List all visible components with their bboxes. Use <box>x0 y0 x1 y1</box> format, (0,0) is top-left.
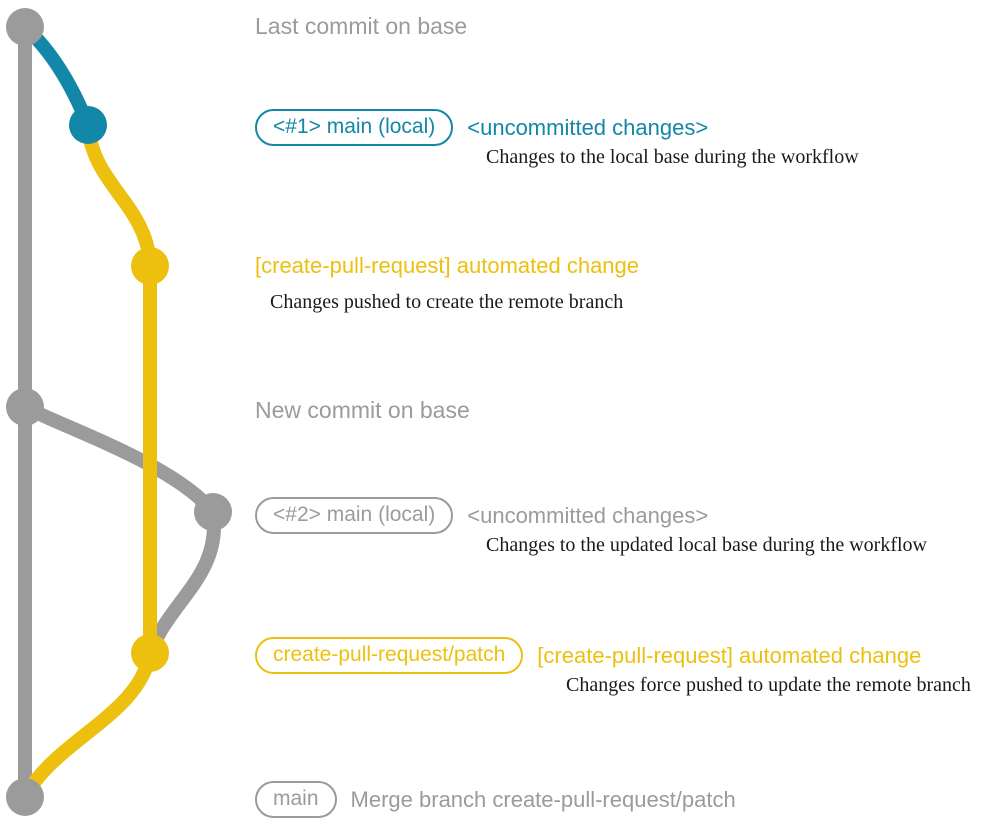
commit-subject-automated-change-2: [create-pull-request] automated change <box>537 642 922 668</box>
commit-subject-new-commit-on-base: New commit on base <box>255 397 470 423</box>
edge-base-to-local2 <box>18 400 220 519</box>
commit-subject-last-commit-on-base: Last commit on base <box>255 13 468 39</box>
commit-row-automated-change-2: create-pull-request/patch [create-pull-r… <box>255 637 921 674</box>
commit-node-patch-1[interactable] <box>131 247 169 285</box>
edge-patch2-to-merge <box>18 646 157 804</box>
commit-subject-local-1: <uncommitted changes> <box>467 114 709 140</box>
ref-pill-main-local-2[interactable]: <#2> main (local) <box>255 497 454 534</box>
commit-row-merge: main Merge branch create-pull-request/pa… <box>255 781 736 818</box>
commit-note-local-1: Changes to the local base during the wor… <box>486 146 859 168</box>
ref-pill-main-local-1[interactable]: <#1> main (local) <box>255 109 454 146</box>
commit-subject-automated-change-1: [create-pull-request] automated change <box>255 253 640 278</box>
commit-subject-local-2: <uncommitted changes> <box>467 502 709 528</box>
commit-row-local-2: <#2> main (local) <uncommitted changes> <box>255 497 708 534</box>
commit-node-patch-2[interactable] <box>131 634 169 672</box>
edge-local1-to-patch1 <box>81 118 157 273</box>
ref-pill-create-pull-request-patch[interactable]: create-pull-request/patch <box>255 637 524 674</box>
commit-note-local-2: Changes to the updated local base during… <box>486 534 927 556</box>
commit-node-merge[interactable] <box>6 778 44 816</box>
commit-row-automated-change-1: [create-pull-request] automated change <box>255 255 639 277</box>
edge-local2-to-patch2 <box>143 505 222 660</box>
ref-pill-main[interactable]: main <box>255 781 337 818</box>
commit-row-local-1: <#1> main (local) <uncommitted changes> <box>255 109 708 146</box>
commit-note-automated-change-1: Changes pushed to create the remote bran… <box>270 291 624 313</box>
commit-note-automated-change-2: Changes force pushed to update the remot… <box>566 674 971 696</box>
commit-node-local-2[interactable] <box>194 493 232 531</box>
commit-node-local-1[interactable] <box>69 106 107 144</box>
commit-node-base-new[interactable] <box>6 388 44 426</box>
commit-node-base-top[interactable] <box>6 8 44 46</box>
commit-subject-merge: Merge branch create-pull-request/patch <box>350 786 736 812</box>
